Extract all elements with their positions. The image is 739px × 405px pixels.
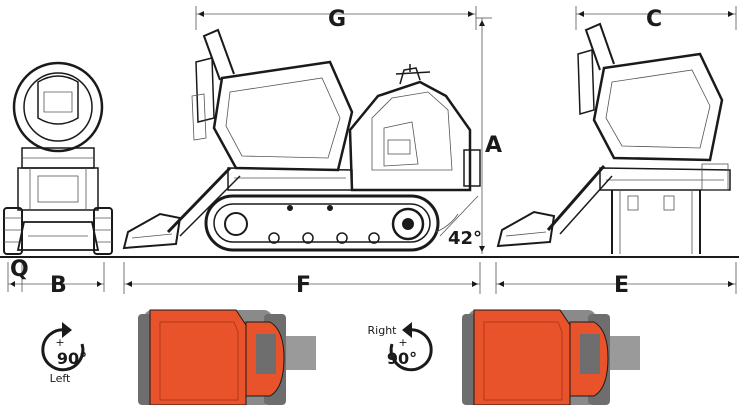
rotate-right-icon: + — [389, 322, 433, 372]
svg-text:+: + — [55, 336, 64, 349]
dimension-label-q: Q — [10, 257, 29, 282]
tilt-angle-label: 42° — [448, 228, 482, 249]
svg-text:+: + — [398, 336, 407, 349]
rotate-left-label: Left — [50, 372, 71, 385]
dimension-label-e: E — [614, 273, 629, 298]
side-view — [122, 28, 481, 252]
dimension-f — [123, 262, 481, 294]
dimension-a — [476, 17, 492, 254]
dimension-label-b: B — [50, 273, 67, 298]
rotate-right-label: Right — [368, 324, 398, 337]
dimension-label-c: C — [646, 7, 662, 32]
dimension-c — [575, 6, 737, 30]
top-view-right — [462, 309, 640, 405]
rotate-right-value: 90° — [387, 349, 417, 368]
dimension-label-f: F — [296, 273, 311, 298]
front-view — [3, 61, 113, 255]
side-view-raised — [496, 22, 731, 254]
dimension-label-g: G — [328, 7, 346, 32]
dimension-q-b — [7, 262, 105, 292]
dimension-label-a: A — [485, 133, 502, 158]
rotate-left-icon: + — [41, 322, 85, 372]
dimension-e — [495, 262, 737, 294]
rotate-left-value: 90° — [57, 349, 87, 368]
top-view-left — [138, 309, 316, 405]
